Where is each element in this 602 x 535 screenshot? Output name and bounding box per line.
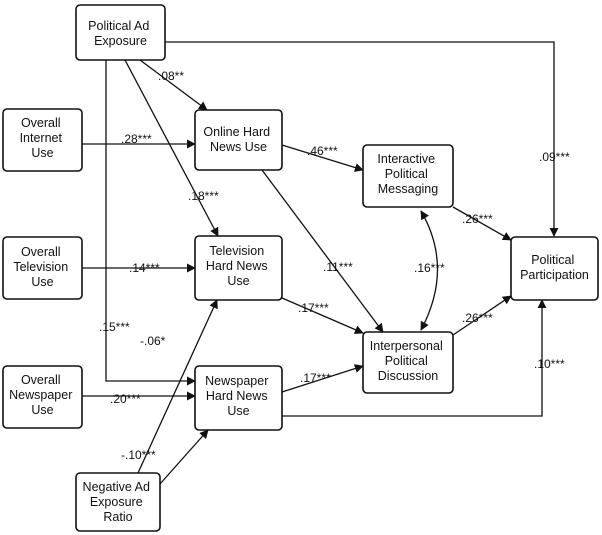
- node-interactive-political-messaging: Interactive Political Messaging: [362, 144, 454, 208]
- edge-ad-to-television: [124, 59, 219, 237]
- coef-ad-to-online: .08**: [158, 69, 184, 83]
- coef-negative-to-tv-news: -.06*: [140, 334, 166, 348]
- node-negative-ad-exposure-ratio: Negative Ad Exposure Ratio: [75, 472, 161, 532]
- edge-negative-to-paper-news: [159, 429, 209, 485]
- coef-paper-news-to-discussion: .17***: [300, 371, 331, 385]
- coef-television-to-tv-news: .14***: [129, 261, 160, 275]
- edge-discussion-to-participation: [452, 295, 512, 336]
- coef-online-to-discussion: .11***: [323, 260, 353, 274]
- coef-tv-news-to-discussion: .17***: [298, 301, 329, 315]
- node-label: Political Participation: [520, 253, 589, 282]
- edge-online-to-discussion: [261, 169, 384, 333]
- edge-tv-news-to-discussion: [281, 297, 364, 334]
- edge-ad-to-participation: [165, 41, 559, 237]
- coef-discussion-to-participation: .26***: [462, 311, 493, 325]
- node-label: Online Hard News Use: [203, 125, 273, 154]
- node-label: Overall Internet Use: [20, 116, 66, 160]
- edge-paper-news-to-discussion: [281, 364, 364, 393]
- edge-messaging-discussion-correlation: [420, 210, 439, 331]
- node-label: Overall Television Use: [13, 245, 71, 289]
- coef-online-to-messaging: .46***: [307, 144, 338, 158]
- edge-negative-to-tv-news: [137, 299, 218, 474]
- edge-ad-to-online: [139, 59, 208, 111]
- node-label: Negative Ad Exposure Ratio: [83, 480, 154, 524]
- node-overall-television-use: Overall Television Use: [2, 236, 83, 300]
- edge-online-to-messaging: [281, 144, 364, 172]
- coef-paper-news-to-participation: .10***: [534, 357, 565, 371]
- node-political-ad-exposure: Political Ad Exposure: [75, 4, 166, 61]
- edge-ad-to-newspaper: [105, 60, 196, 386]
- coefficients: .08** .18*** .15*** .09*** .28*** .14***…: [99, 69, 570, 462]
- node-political-participation: Political Participation: [510, 236, 599, 301]
- coef-internet-to-online: .28***: [121, 132, 152, 146]
- node-overall-internet-use: Overall Internet Use: [2, 108, 83, 172]
- coef-ad-to-participation: .09***: [539, 150, 570, 164]
- coef-ad-to-television: .18***: [188, 189, 219, 203]
- coef-messaging-discussion-correlation: .16***: [414, 261, 445, 275]
- edge-paper-news-to-participation: [282, 299, 547, 417]
- coef-ad-to-newspaper: .15***: [99, 320, 130, 334]
- node-label: Interactive Political Messaging: [377, 152, 438, 196]
- node-label: Television Hard News Use: [206, 244, 271, 288]
- node-interpersonal-political-discussion: Interpersonal Political Discussion: [362, 331, 454, 394]
- node-newspaper-hard-news-use: Newspaper Hard News Use: [194, 365, 283, 431]
- node-label: Overall Newspaper Use: [9, 373, 76, 417]
- node-overall-newspaper-use: Overall Newspaper Use: [2, 365, 83, 429]
- node-online-hard-news-use: Online Hard News Use: [194, 109, 283, 171]
- node-television-hard-news-use: Television Hard News Use: [194, 235, 283, 301]
- node-label: Political Ad Exposure: [88, 19, 153, 48]
- edges: [82, 41, 559, 485]
- node-label: Interpersonal Political Discussion: [370, 339, 446, 383]
- edge-messaging-to-participation: [452, 206, 512, 241]
- coef-messaging-to-participation: .26***: [462, 212, 493, 226]
- coef-negative-to-paper-news: -.10***: [121, 448, 156, 462]
- node-label: Newspaper Hard News Use: [205, 374, 272, 418]
- coef-newspaper-to-paper-news: .20***: [110, 392, 141, 406]
